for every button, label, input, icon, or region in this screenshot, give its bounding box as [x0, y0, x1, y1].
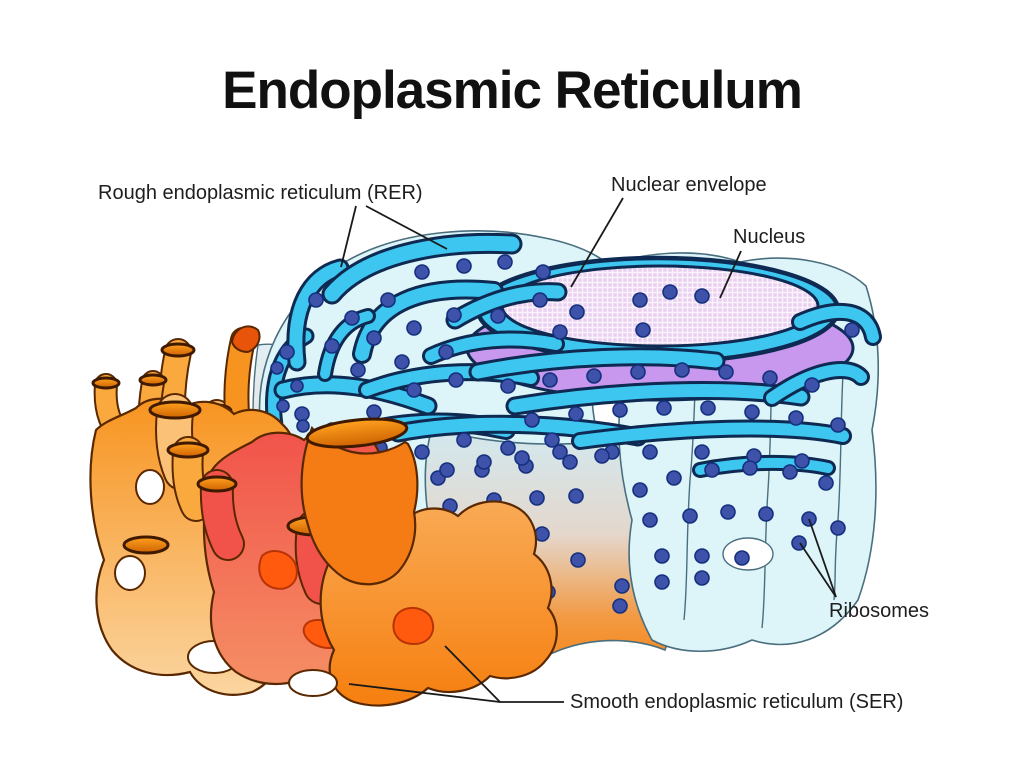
nuclear-envelope-pointer [570, 197, 624, 288]
ser-blob [392, 607, 435, 646]
label-rer: Rough endoplasmic reticulum (RER) [98, 182, 423, 204]
ser-hole [114, 555, 146, 591]
ser-arch-hole [288, 669, 338, 697]
label-nuclear-envelope: Nuclear envelope [611, 174, 767, 196]
tube-opening [160, 342, 196, 358]
tube-opening [166, 441, 210, 459]
tube-opening [196, 475, 238, 493]
tube-opening [138, 373, 168, 387]
rer-pointer [340, 205, 357, 268]
pointer-lines [340, 197, 837, 703]
tube-opening-large [305, 417, 409, 449]
tube-opening [148, 400, 202, 420]
tube-opening [122, 535, 170, 555]
label-ribosomes: Ribosomes [829, 600, 930, 622]
label-nucleus: Nucleus [733, 226, 806, 248]
ribosome-dots [270, 254, 860, 614]
ribosomes-pointer [808, 518, 837, 598]
ser-pointer [348, 683, 501, 703]
ser-blob [258, 550, 298, 590]
tube-opening [91, 376, 121, 390]
ser-flared-tube [300, 425, 419, 586]
rer-pointer [365, 205, 448, 250]
curled-tube-accent [230, 325, 261, 354]
ser-hole [135, 469, 165, 505]
label-ser: Smooth endoplasmic reticulum (SER) [570, 691, 904, 713]
ribosomes-pointer [799, 542, 837, 598]
slide-title: Endoplasmic Reticulum [222, 61, 803, 120]
smooth-er [89, 325, 558, 707]
sheet-seam [833, 339, 846, 601]
nucleus-pointer [719, 250, 742, 299]
